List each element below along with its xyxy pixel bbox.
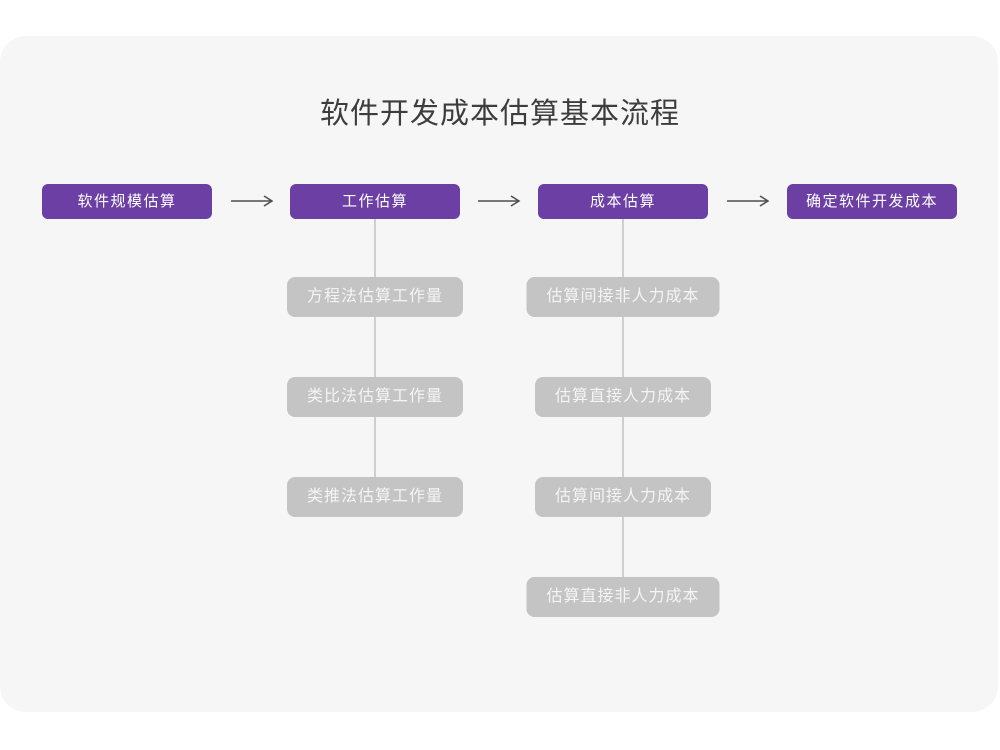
flow-node-software-scale-estimation: 软件规模估算 xyxy=(42,184,212,219)
subnode-indirect-nonlabor-cost: 估算间接非人力成本 xyxy=(526,277,720,317)
subnode-direct-labor-cost: 估算直接人力成本 xyxy=(534,377,712,417)
connector-line-work-estimation xyxy=(374,219,376,497)
right-arrow-icon xyxy=(727,195,770,207)
subnode-indirect-labor-cost: 估算间接人力成本 xyxy=(534,477,712,517)
diagram-panel xyxy=(0,36,998,712)
flow-node-determine-dev-cost: 确定软件开发成本 xyxy=(787,184,957,219)
subnode-analogy-method: 类比法估算工作量 xyxy=(286,377,464,417)
subnode-extrapolation-method: 类推法估算工作量 xyxy=(286,477,464,517)
right-arrow-icon xyxy=(478,195,521,207)
flow-node-cost-estimation: 成本估算 xyxy=(538,184,708,219)
right-arrow-icon xyxy=(231,195,274,207)
subnode-equation-method: 方程法估算工作量 xyxy=(286,277,464,317)
diagram-title: 软件开发成本估算基本流程 xyxy=(319,98,680,130)
flow-node-work-estimation: 工作估算 xyxy=(290,184,460,219)
subnode-direct-nonlabor-cost: 估算直接非人力成本 xyxy=(526,577,720,617)
